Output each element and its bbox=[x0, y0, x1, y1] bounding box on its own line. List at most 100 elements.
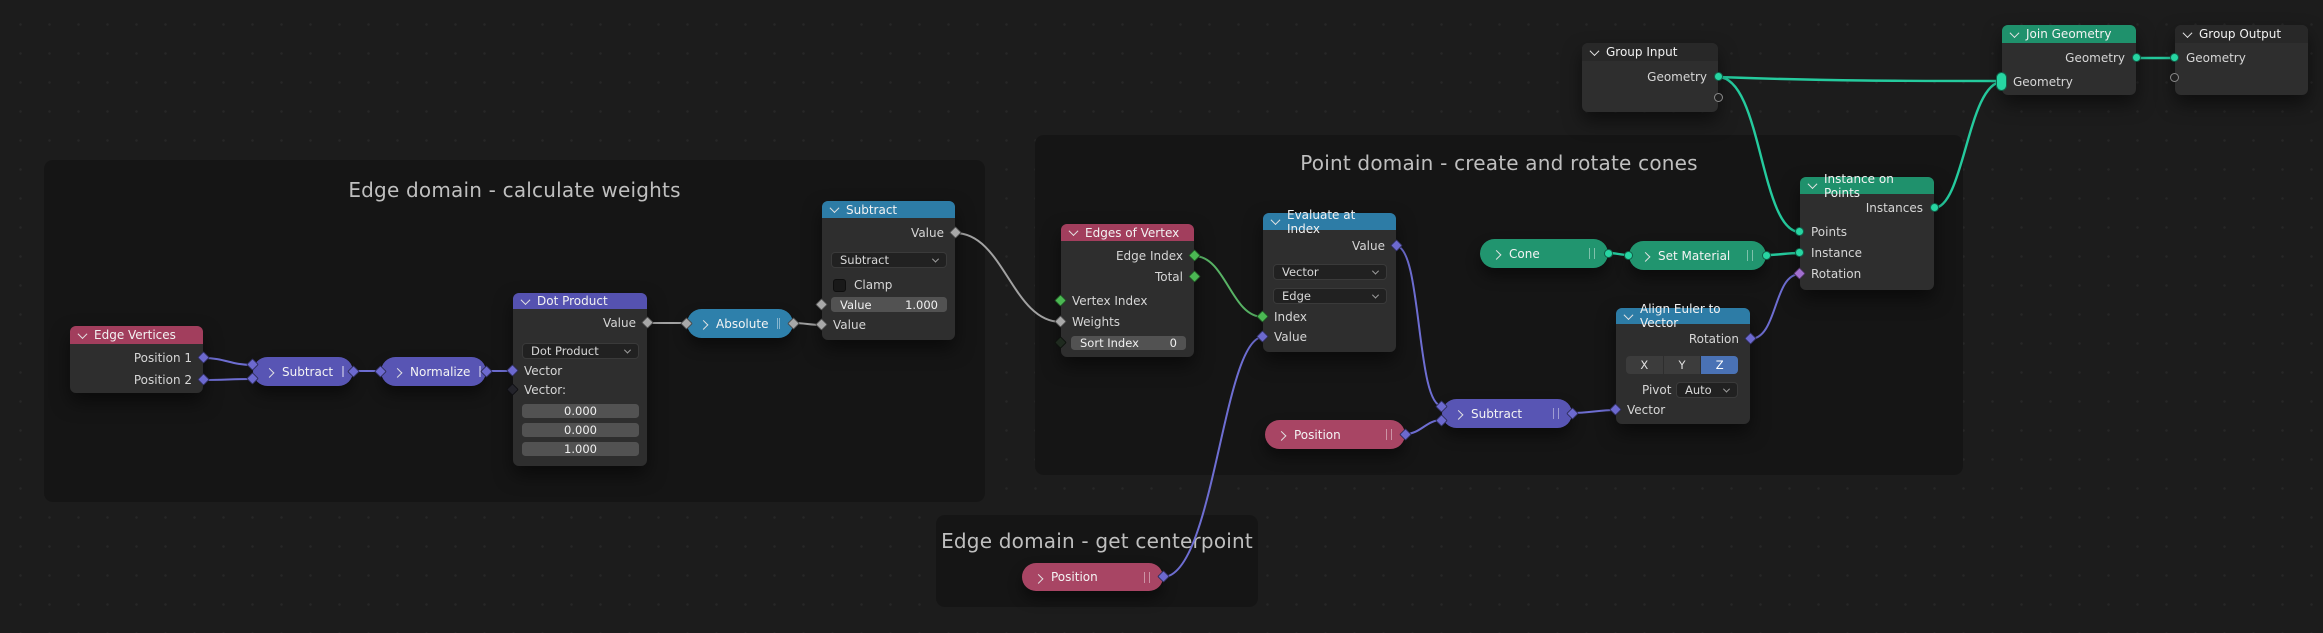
hidden-sockets-grip-icon bbox=[777, 318, 780, 329]
socket-label: Geometry bbox=[2186, 51, 2246, 65]
input-socket-geometry[interactable] bbox=[1624, 251, 1633, 260]
output-socket-mesh[interactable] bbox=[1604, 249, 1613, 258]
hidden-sockets-grip-icon bbox=[1553, 408, 1559, 419]
axis-z-button[interactable]: Z bbox=[1701, 356, 1739, 374]
socket-label: Value bbox=[1274, 330, 1307, 344]
collapse-chevron-icon[interactable] bbox=[77, 328, 88, 339]
frame-title: Edge domain - calculate weights bbox=[348, 178, 681, 202]
expand-chevron-icon[interactable] bbox=[698, 319, 709, 330]
dropdown-value: Edge bbox=[1282, 289, 1311, 303]
collapse-chevron-icon[interactable] bbox=[1623, 309, 1634, 320]
node-edges-of-vertex[interactable]: Edges of Vertex Edge Index Total Vertex … bbox=[1054, 224, 1201, 357]
node-cone[interactable]: Cone bbox=[1480, 239, 1613, 268]
multi-input-socket-geometry[interactable] bbox=[1996, 72, 2007, 91]
frame-title: Edge domain - get centerpoint bbox=[941, 529, 1253, 553]
data-type-dropdown[interactable]: Vector bbox=[1273, 264, 1387, 280]
socket-label: Geometry bbox=[2065, 51, 2125, 65]
collapse-chevron-icon[interactable] bbox=[1068, 226, 1079, 237]
hidden-sockets-grip-icon bbox=[1747, 250, 1753, 261]
pivot-dropdown[interactable]: Auto bbox=[1676, 382, 1738, 398]
domain-dropdown[interactable]: Edge bbox=[1273, 288, 1387, 304]
operation-dropdown[interactable]: Subtract bbox=[831, 252, 947, 268]
collapse-chevron-icon[interactable] bbox=[2182, 27, 2193, 38]
expand-chevron-icon[interactable] bbox=[264, 367, 275, 378]
output-socket-geometry[interactable] bbox=[2132, 53, 2141, 62]
socket-label: Vector: bbox=[524, 383, 567, 397]
output-socket-geometry[interactable] bbox=[1714, 72, 1723, 81]
socket-label: Rotation bbox=[1811, 267, 1862, 281]
node-evaluate-at-index[interactable]: Evaluate at Index Value Vector Edge Inde… bbox=[1256, 208, 1403, 352]
value-field[interactable]: Value 1.000 bbox=[831, 297, 947, 312]
chevron-down-icon bbox=[623, 346, 632, 354]
socket-label: Weights bbox=[1072, 315, 1121, 329]
expand-chevron-icon[interactable] bbox=[1276, 430, 1287, 441]
input-socket-points[interactable] bbox=[1795, 227, 1804, 236]
clamp-checkbox[interactable] bbox=[833, 278, 846, 292]
node-subtract-vector-2[interactable]: Subtract bbox=[1435, 399, 1579, 428]
hidden-sockets-grip-icon bbox=[342, 366, 345, 377]
socket-label: Position 2 bbox=[133, 373, 192, 387]
node-dot-product[interactable]: Dot Product Value Dot Product Vector Vec… bbox=[506, 293, 654, 466]
expand-chevron-icon[interactable] bbox=[1453, 409, 1464, 420]
collapse-chevron-icon[interactable] bbox=[1270, 215, 1281, 226]
operation-dropdown[interactable]: Dot Product bbox=[522, 343, 639, 359]
socket-label: Points bbox=[1811, 225, 1848, 239]
chevron-down-icon bbox=[1371, 291, 1380, 299]
socket-label: Total bbox=[1154, 270, 1183, 284]
frame-title: Point domain - create and rotate cones bbox=[1300, 151, 1698, 175]
node-position-centerpoint[interactable]: Position bbox=[1022, 563, 1170, 591]
output-socket-instances[interactable] bbox=[1930, 203, 1939, 212]
expand-chevron-icon[interactable] bbox=[1640, 251, 1651, 262]
node-absolute[interactable]: Absolute bbox=[680, 309, 800, 338]
sort-index-field[interactable]: Sort Index 0 bbox=[1071, 336, 1186, 350]
socket-label: Geometry bbox=[2013, 75, 2073, 89]
frame-edge-center[interactable]: Edge domain - get centerpoint bbox=[936, 515, 1258, 607]
collapse-chevron-icon[interactable] bbox=[1807, 179, 1818, 190]
node-title: Subtract bbox=[282, 364, 334, 379]
chevron-down-icon bbox=[1722, 385, 1731, 393]
node-normalize[interactable]: Normalize bbox=[374, 357, 493, 386]
expand-chevron-icon[interactable] bbox=[392, 367, 403, 378]
expand-chevron-icon[interactable] bbox=[1033, 573, 1044, 584]
input-socket-instance[interactable] bbox=[1795, 248, 1804, 257]
node-subtract-math[interactable]: Subtract Value Subtract Clamp Value 1.00… bbox=[815, 201, 962, 340]
vector-y-field[interactable]: 0.000 bbox=[522, 423, 639, 437]
node-set-material[interactable]: Set Material bbox=[1624, 241, 1771, 270]
field-value: 0 bbox=[1169, 336, 1177, 350]
socket-label: Index bbox=[1274, 310, 1308, 324]
collapse-chevron-icon[interactable] bbox=[829, 203, 840, 214]
node-instance-on-points[interactable]: Instance on Points Instances Points Inst… bbox=[1793, 172, 1939, 290]
collapse-chevron-icon[interactable] bbox=[1589, 45, 1600, 56]
node-title: Instance on Points bbox=[1824, 171, 1894, 200]
node-subtract-vector[interactable]: Subtract bbox=[246, 357, 360, 386]
vector-x-field[interactable]: 0.000 bbox=[522, 404, 639, 418]
node-group-input[interactable]: Group Input Geometry bbox=[1582, 43, 1723, 112]
vector-z-field[interactable]: 1.000 bbox=[522, 442, 639, 456]
field-label: Value bbox=[840, 297, 872, 312]
output-socket-geometry[interactable] bbox=[1762, 251, 1771, 260]
dropdown-value: Auto bbox=[1685, 383, 1712, 397]
node-edge-vertices[interactable]: Edge Vertices Position 1 Position 2 bbox=[70, 326, 210, 393]
node-title: Edge Vertices bbox=[94, 328, 176, 342]
collapse-chevron-icon[interactable] bbox=[2009, 27, 2020, 38]
axis-x-button[interactable]: X bbox=[1626, 356, 1663, 374]
node-group-output[interactable]: Group Output Geometry bbox=[2170, 25, 2308, 95]
socket-label: Position 1 bbox=[133, 351, 192, 365]
chevron-down-icon bbox=[1371, 267, 1380, 275]
wire-groupinput-join bbox=[1716, 75, 2004, 83]
axis-y-button[interactable]: Y bbox=[1663, 356, 1701, 374]
node-title: Position bbox=[1294, 427, 1341, 442]
virtual-output-socket[interactable] bbox=[1714, 93, 1723, 102]
virtual-input-socket[interactable] bbox=[2170, 73, 2179, 82]
node-title: Evaluate at Index bbox=[1287, 207, 1356, 236]
node-join-geometry[interactable]: Join Geometry Geometry Geometry bbox=[1996, 25, 2141, 95]
socket-label: Vector bbox=[524, 364, 563, 378]
input-socket-geometry[interactable] bbox=[2170, 53, 2179, 62]
field-value: 0.000 bbox=[564, 423, 597, 437]
node-position[interactable]: Position bbox=[1265, 420, 1412, 449]
node-align-euler-to-vector[interactable]: Align Euler to Vector Rotation X Y Z Piv… bbox=[1609, 302, 1757, 424]
node-title: Join Geometry bbox=[2026, 27, 2112, 41]
collapse-chevron-icon[interactable] bbox=[520, 294, 531, 305]
expand-chevron-icon[interactable] bbox=[1491, 249, 1502, 260]
